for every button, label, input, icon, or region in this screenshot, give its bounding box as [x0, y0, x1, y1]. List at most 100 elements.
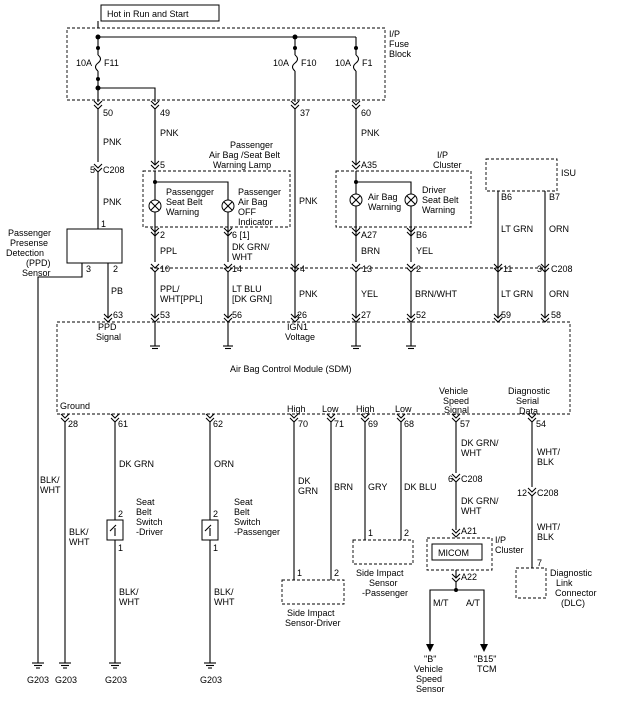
svg-text:1: 1 — [213, 543, 218, 553]
fuse-block-label-1: I/P — [389, 29, 400, 39]
svg-text:28: 28 — [68, 419, 78, 429]
svg-text:WHT/: WHT/ — [537, 522, 560, 532]
seat-belt-lamp — [148, 199, 162, 213]
svg-text:B7: B7 — [549, 192, 560, 202]
svg-text:10: 10 — [160, 264, 170, 274]
ground-g203-1: G203 — [27, 675, 49, 685]
svg-text:3: 3 — [86, 264, 91, 274]
svg-text:2: 2 — [416, 264, 421, 274]
svg-text:57: 57 — [460, 419, 470, 429]
svg-text:ORN: ORN — [549, 289, 569, 299]
svg-text:Diagnostic: Diagnostic — [550, 568, 593, 578]
svg-text:Indicator: Indicator — [238, 217, 273, 227]
svg-text:Warning: Warning — [166, 207, 199, 217]
svg-text:Presense: Presense — [10, 238, 48, 248]
svg-text:Warning: Warning — [422, 205, 455, 215]
svg-text:B6: B6 — [416, 230, 427, 240]
svg-text:BLK: BLK — [537, 457, 554, 467]
svg-text:WHT: WHT — [461, 448, 482, 458]
svg-text:A22: A22 — [461, 572, 477, 582]
pin-50: 50 — [103, 108, 113, 118]
svg-text:"B15": "B15" — [474, 654, 496, 664]
svg-text:PB: PB — [111, 286, 123, 296]
svg-text:Sensor-Driver: Sensor-Driver — [285, 618, 341, 628]
svg-text:6: 6 — [448, 474, 453, 484]
svg-text:BRN: BRN — [361, 246, 380, 256]
svg-text:14: 14 — [232, 264, 242, 274]
svg-text:WHT/: WHT/ — [537, 447, 560, 457]
svg-text:YEL: YEL — [416, 246, 433, 256]
svg-text:Passengger: Passengger — [166, 187, 214, 197]
svg-text:Data: Data — [519, 406, 538, 416]
driver-seatbelt-lamp — [404, 193, 418, 207]
svg-text:-Passenger: -Passenger — [362, 588, 408, 598]
svg-text:DK GRN/: DK GRN/ — [461, 438, 499, 448]
ip-cluster-micom-box — [426, 537, 493, 571]
svg-text:BLK/: BLK/ — [214, 587, 234, 597]
svg-text:BLK/: BLK/ — [119, 587, 139, 597]
svg-text:ORN: ORN — [214, 459, 234, 469]
svg-text:BLK/: BLK/ — [40, 475, 60, 485]
svg-text:C208: C208 — [551, 264, 573, 274]
svg-text:10A: 10A — [76, 58, 92, 68]
svg-text:12: 12 — [517, 488, 527, 498]
fuse-f11: 10A F11 — [76, 37, 119, 88]
airbag-warning-lamp — [349, 193, 363, 207]
svg-text:1: 1 — [368, 528, 373, 538]
micom-block — [431, 543, 483, 561]
svg-text:M/T: M/T — [433, 598, 449, 608]
svg-text:-Driver: -Driver — [136, 527, 163, 537]
svg-text:Seat: Seat — [234, 497, 253, 507]
pin-37: 37 — [300, 108, 310, 118]
svg-text:62: 62 — [213, 419, 223, 429]
svg-text:PNK: PNK — [160, 128, 179, 138]
ppd-ground-wire — [37, 263, 83, 655]
svg-text:Voltage: Voltage — [285, 332, 315, 342]
svg-text:58: 58 — [551, 310, 561, 320]
tcm-arrow — [480, 644, 488, 652]
dlc-connector — [515, 567, 547, 599]
svg-text:5: 5 — [90, 165, 95, 175]
svg-text:GRY: GRY — [368, 482, 387, 492]
svg-text:10A: 10A — [335, 58, 351, 68]
svg-text:Seat: Seat — [136, 497, 155, 507]
pin-49: 49 — [160, 108, 170, 118]
hot-in-run-box — [100, 4, 220, 22]
svg-text:MICOM: MICOM — [438, 548, 469, 558]
svg-text:Cluster: Cluster — [495, 545, 524, 555]
svg-text:2: 2 — [334, 568, 339, 578]
svg-text:Air Bag: Air Bag — [238, 197, 268, 207]
svg-text:(PPD): (PPD) — [26, 258, 51, 268]
svg-text:A35: A35 — [361, 160, 377, 170]
svg-text:High: High — [356, 404, 375, 414]
svg-text:C208: C208 — [537, 488, 559, 498]
svg-text:PNK: PNK — [299, 289, 318, 299]
svg-text:DK GRN: DK GRN — [119, 459, 154, 469]
svg-text:54: 54 — [536, 419, 546, 429]
svg-text:Detection: Detection — [6, 248, 44, 258]
svg-text:DK: DK — [298, 476, 311, 486]
c208-row: 10 14 4 13 2 11 3 C208 — [150, 263, 573, 274]
svg-text:5: 5 — [160, 160, 165, 170]
svg-text:6 [1]: 6 [1] — [232, 230, 250, 240]
svg-text:WHT: WHT — [119, 597, 140, 607]
svg-text:Switch: Switch — [234, 517, 261, 527]
svg-text:56: 56 — [232, 310, 242, 320]
svg-text:Signal: Signal — [96, 332, 121, 342]
svg-text:ISU: ISU — [561, 168, 576, 178]
svg-text:Ground: Ground — [60, 401, 90, 411]
svg-text:BLK/: BLK/ — [69, 527, 89, 537]
svg-text:WHT: WHT — [69, 537, 90, 547]
svg-text:Side Impact: Side Impact — [356, 568, 404, 578]
ppd-sensor-box — [66, 228, 123, 264]
svg-text:TCM: TCM — [477, 664, 497, 674]
svg-text:Warning: Warning — [368, 202, 401, 212]
svg-text:11: 11 — [503, 264, 512, 274]
svg-text:1: 1 — [118, 543, 123, 553]
svg-text:Vehicle: Vehicle — [439, 386, 468, 396]
svg-text:26: 26 — [297, 310, 307, 320]
svg-text:Serial: Serial — [516, 396, 539, 406]
svg-text:A27: A27 — [361, 230, 377, 240]
svg-text:63: 63 — [113, 310, 123, 320]
